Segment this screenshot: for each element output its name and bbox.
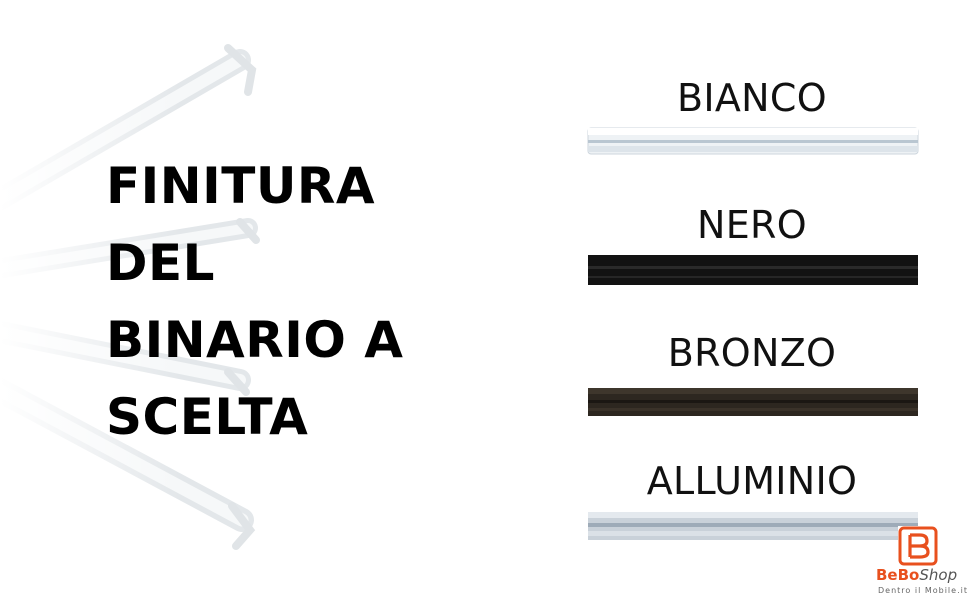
finish-label-bianco: BIANCO [677,76,827,120]
logo-wordmark: BeBoShop [876,566,957,584]
rail-sample-alluminio [588,512,918,540]
rail-sample-nero [588,255,918,285]
rail-sample-bronzo [588,388,918,416]
headline-line-1: FINITURA [106,157,376,215]
rail-body [588,255,918,285]
bebo-shop-logo: BeBoShop Dentro il Mobile.it [872,524,970,600]
rail-sample-bianco [587,127,919,155]
logo-brand: BeBo [876,566,920,584]
finish-label-nero: NERO [697,203,807,247]
headline-line-3: BINARIO A [106,311,404,369]
headline-line-4: SCELTA [106,388,309,446]
bebo-logo-icon [898,526,938,566]
finish-label-alluminio: ALLUMINIO [646,459,858,503]
logo-shop: Shop [919,566,958,584]
finish-label-bronzo: BRONZO [667,331,837,375]
transparent-rails-image [0,0,300,600]
headline-line-2: DEL [106,234,216,292]
headline: FINITURA DEL BINARIO A SCELTA [106,148,403,456]
logo-tagline: Dentro il Mobile.it [878,586,968,595]
